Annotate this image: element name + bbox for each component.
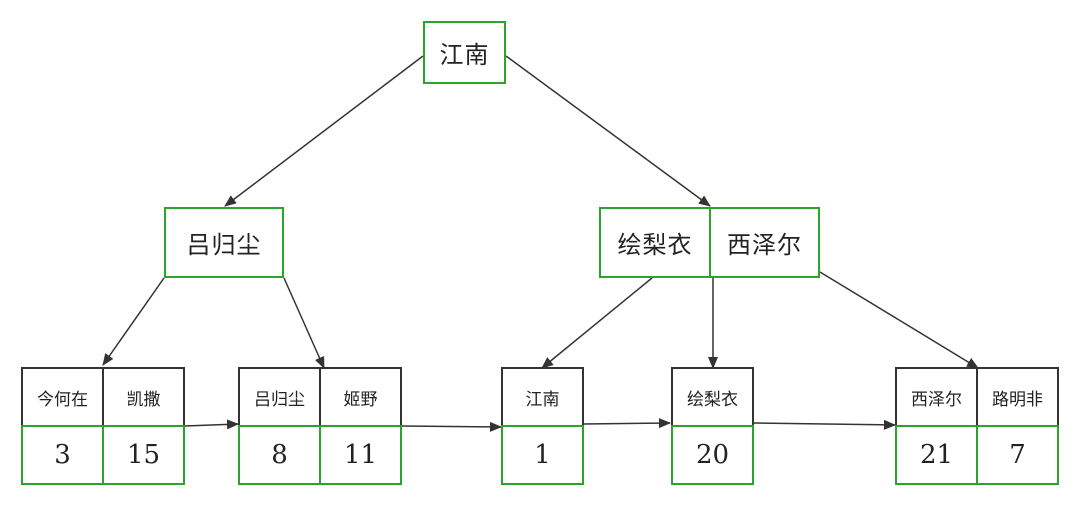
leaf-value-text: 7: [1009, 440, 1026, 470]
leaf-5-value-2: 7: [976, 425, 1059, 485]
internal-node-right-key-1: 绘梨衣: [599, 207, 711, 278]
leaf-value-text: 11: [343, 440, 378, 470]
leaf-value-text: 20: [695, 440, 730, 470]
leaf-4-key-1: 绘梨衣: [671, 367, 754, 427]
edge-right-to-leaf5: [819, 271, 979, 369]
leaf-value-text: 15: [126, 440, 161, 470]
leaf-1-key-2: 凯撒: [102, 367, 185, 427]
leaf-3-value-1: 1: [501, 425, 584, 485]
internal-node-right-key-2: 西泽尔: [709, 207, 820, 278]
leaf-5-key-2: 路明非: [976, 367, 1059, 427]
leaf-5-key-1: 西泽尔: [895, 367, 978, 427]
edge-left-to-leaf2: [283, 277, 325, 369]
leaf-4-value-1: 20: [671, 425, 754, 485]
leaf-3-key-1: 江南: [501, 367, 584, 427]
leaf-1-key-1: 今何在: [21, 367, 104, 427]
edge-root-to-left: [224, 55, 424, 207]
internal-right-key-1: 绘梨衣: [617, 231, 693, 259]
leaf-5-value-1: 21: [895, 425, 978, 485]
internal-left-key: 吕归尘: [186, 231, 262, 259]
leaf-value-text: 1: [534, 440, 551, 470]
leaf-key-text: 江南: [525, 389, 560, 410]
leaf-key-text: 吕归尘: [254, 389, 305, 410]
leaf-link-3-4: [582, 418, 671, 429]
leaf-key-text: 姬野: [343, 389, 378, 410]
leaf-link-2-3: [401, 421, 502, 432]
leaf-value-text: 3: [54, 440, 71, 470]
leaf-value-text: 8: [271, 440, 288, 470]
leaf-2-key-2: 姬野: [319, 367, 402, 427]
root-node: 江南: [423, 21, 506, 84]
edge-left-to-leaf1: [102, 277, 165, 366]
leaf-value-text: 21: [919, 440, 954, 470]
leaf-2-key-1: 吕归尘: [238, 367, 321, 427]
internal-node-left: 吕归尘: [164, 207, 284, 278]
leaf-key-text: 西泽尔: [911, 389, 962, 410]
leaf-1-value-2: 15: [102, 425, 185, 485]
leaf-key-text: 凯撒: [126, 389, 161, 410]
leaf-key-text: 今何在: [37, 389, 88, 410]
internal-right-key-2: 西泽尔: [727, 231, 802, 259]
leaf-1-value-1: 3: [21, 425, 104, 485]
leaf-2-value-1: 8: [238, 425, 321, 485]
leaf-key-text: 路明非: [992, 389, 1043, 410]
leaf-key-text: 绘梨衣: [687, 389, 738, 410]
leaf-2-value-2: 11: [319, 425, 402, 485]
leaf-link-1-2: [184, 419, 239, 430]
root-key: 江南: [439, 41, 490, 69]
edge-root-to-right: [505, 55, 711, 207]
leaf-link-4-5: [753, 419, 896, 430]
edge-right-to-leaf3: [541, 277, 653, 369]
